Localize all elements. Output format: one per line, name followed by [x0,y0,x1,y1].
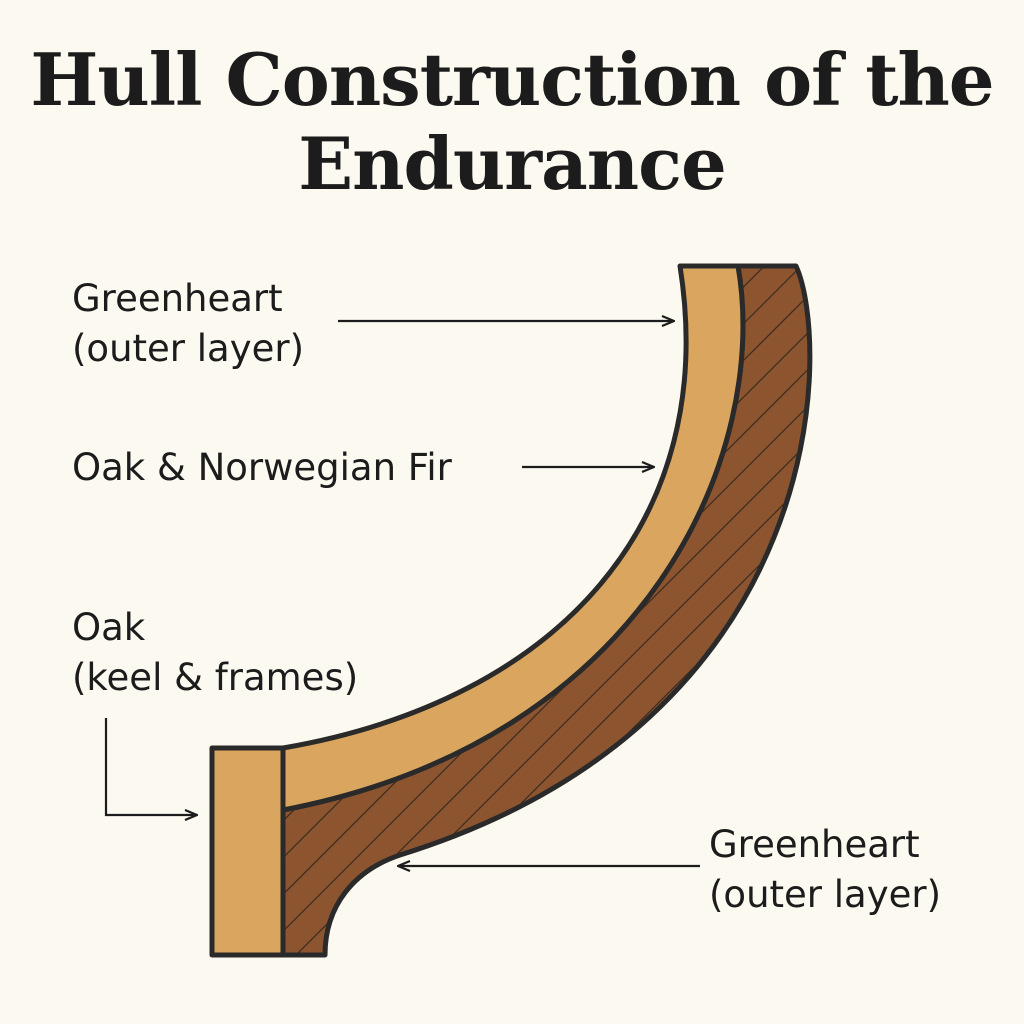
label-oak-fir: Oak & Norwegian Fir [72,443,452,493]
arrow-oak-keel [104,718,197,815]
label-greenheart-bottom-line-1: Greenheart [709,823,920,866]
label-greenheart-bottom: Greenheart (outer layer) [709,820,941,920]
diagram-title: Hull Construction of the Endurance [0,38,1024,206]
title-line-2: Endurance [298,121,727,206]
label-greenheart-top-line-1: Greenheart [72,277,283,320]
label-oak-keel: Oak (keel & frames) [72,603,358,703]
label-greenheart-bottom-line-2: (outer layer) [709,873,942,916]
title-line-1: Hull Construction of the [30,37,994,122]
label-greenheart-top-line-2: (outer layer) [72,327,305,370]
oak-keel-block [209,745,286,958]
label-oak-keel-line-2: (keel & frames) [72,656,359,699]
label-oak-fir-text: Oak & Norwegian Fir [72,446,452,489]
label-greenheart-top: Greenheart (outer layer) [72,274,304,374]
label-oak-keel-line-1: Oak [72,606,146,649]
